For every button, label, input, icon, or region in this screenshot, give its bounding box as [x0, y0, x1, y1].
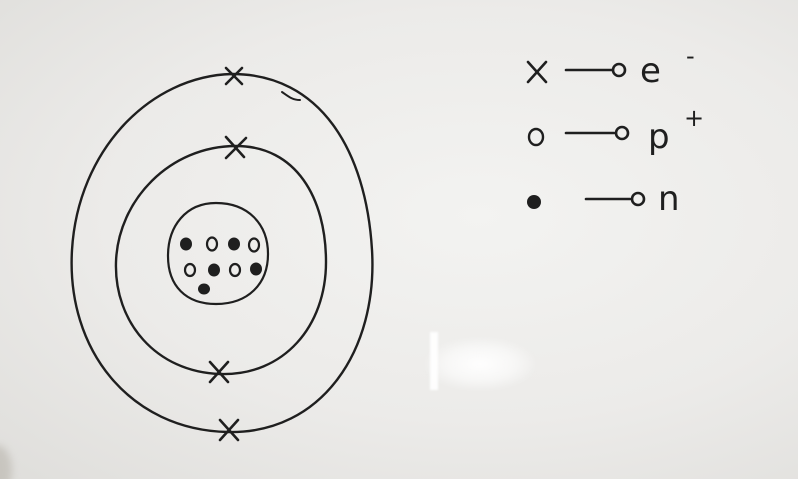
outer-shell-bump	[281, 91, 301, 101]
proton	[247, 237, 261, 253]
proton	[228, 262, 242, 278]
legend-sup-electron: -	[686, 42, 695, 70]
legend-label-electron: e	[640, 51, 661, 91]
legend-label-neutron: n	[658, 179, 680, 219]
nucleus-particles	[180, 236, 262, 295]
legend-label-proton: p	[648, 117, 670, 157]
arrow-icon	[564, 125, 630, 141]
legend: e - p + n	[526, 42, 704, 219]
legend-row-proton: p +	[527, 104, 704, 157]
neutron	[250, 262, 262, 276]
nucleus-boundary	[166, 201, 270, 306]
neutron	[228, 237, 240, 251]
arrow-icon	[564, 62, 627, 78]
light-glare-streak	[430, 332, 438, 390]
inner-electron-shell	[114, 144, 328, 376]
light-glare	[425, 338, 535, 390]
arrow-icon	[584, 191, 646, 207]
proton	[183, 262, 197, 278]
electron-outer-top	[224, 66, 244, 86]
neutron	[208, 263, 220, 277]
legend-symbol-x	[526, 60, 548, 84]
legend-symbol-filled-dot	[527, 195, 541, 209]
neutron	[180, 237, 192, 251]
legend-row-electron: e -	[526, 42, 695, 91]
neutron	[198, 283, 210, 295]
legend-sup-proton: +	[684, 104, 704, 132]
electron-inner-bottom	[208, 360, 230, 384]
legend-row-neutron: n	[527, 179, 680, 219]
electron-inner-top	[224, 135, 248, 160]
proton	[205, 236, 219, 252]
electron-marks	[208, 66, 248, 442]
legend-symbol-open-circle	[527, 127, 545, 147]
electron-outer-bottom	[218, 418, 240, 442]
